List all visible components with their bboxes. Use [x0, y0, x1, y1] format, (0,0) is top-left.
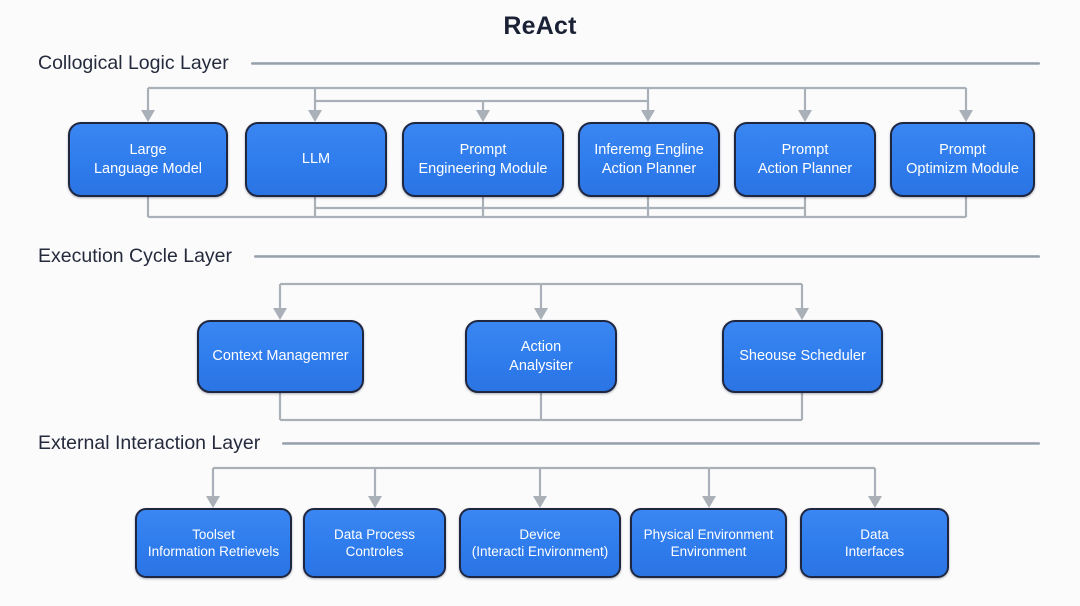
node-label: LLM — [301, 151, 331, 168]
layer-header-external-interaction: External Interaction Layer — [38, 430, 1040, 456]
node-physical-environment[interactable]: Physical Environment Environment — [630, 508, 787, 578]
node-label: Action Analysiter — [509, 338, 573, 374]
node-prompt-optimizm-module[interactable]: Prompt Optimizm Module — [890, 122, 1035, 197]
node-label: Context Managemrer — [212, 348, 349, 365]
layer-label-external-interaction: External Interaction Layer — [38, 431, 261, 454]
layer-divider-rule — [254, 254, 1040, 258]
node-label: Device (Interacti Environment) — [471, 526, 609, 559]
node-label: Data Interfaces — [844, 526, 905, 559]
node-label: Prompt Action Planner — [757, 141, 853, 177]
node-device-interacti-environment[interactable]: Device (Interacti Environment) — [459, 508, 621, 578]
node-toolset-information-retrievels[interactable]: Toolset Information Retrievels — [135, 508, 292, 578]
layer-divider-rule — [282, 441, 1040, 445]
node-prompt-engineering-module[interactable]: Prompt Engineering Module — [402, 122, 564, 197]
node-sheouse-scheduler[interactable]: Sheouse Scheduler — [722, 320, 883, 393]
node-label: Large Language Model — [93, 141, 203, 177]
layer-header-execution-cycle: Execution Cycle Layer — [38, 243, 1040, 269]
layer-label-execution-cycle: Execution Cycle Layer — [38, 244, 233, 267]
layer-divider-rule — [250, 61, 1040, 65]
node-label: Prompt Optimizm Module — [906, 141, 1019, 177]
node-label: Physical Environment Environment — [643, 526, 774, 559]
node-label: Inferemg Engline Action Planner — [594, 141, 704, 177]
node-data-process-controles[interactable]: Data Process Controles — [303, 508, 446, 578]
node-inferemg-engline-action-planner[interactable]: Inferemg Engline Action Planner — [578, 122, 720, 197]
node-label: Sheouse Scheduler — [739, 348, 866, 365]
page-title: ReAct — [503, 12, 577, 40]
node-label: Data Process Controles — [333, 526, 416, 559]
node-prompt-action-planner[interactable]: Prompt Action Planner — [734, 122, 876, 197]
node-llm[interactable]: LLM — [245, 122, 387, 197]
node-label: Toolset Information Retrievels — [147, 526, 280, 559]
node-action-analysiter[interactable]: Action Analysiter — [465, 320, 617, 393]
layer-label-collogical-logic: Collogical Logic Layer — [38, 51, 229, 74]
node-context-managemrer[interactable]: Context Managemrer — [197, 320, 364, 393]
node-label: Prompt Engineering Module — [418, 141, 548, 177]
node-data-interfaces[interactable]: Data Interfaces — [800, 508, 949, 578]
layer-header-collogical-logic: Collogical Logic Layer — [38, 50, 1040, 76]
node-large-language-model[interactable]: Large Language Model — [68, 122, 228, 197]
